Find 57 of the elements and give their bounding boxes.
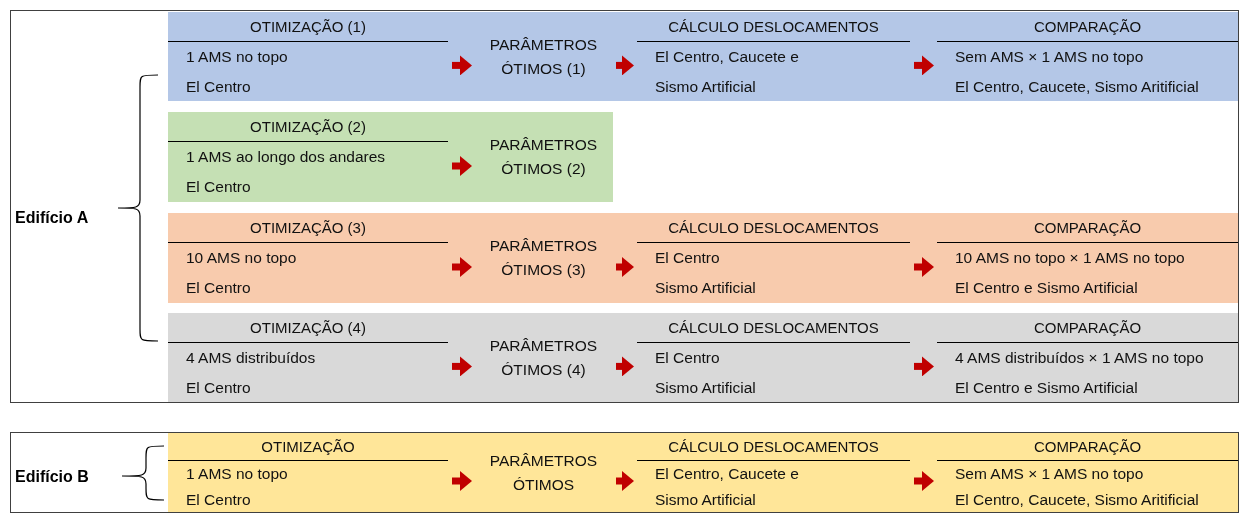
- section-heading: CÁLCULO DESLOCAMENTOS: [637, 12, 910, 42]
- frame-box: [10, 10, 1239, 403]
- section-text: El Centro e Sismo Artificial: [954, 377, 1139, 398]
- section-text: El Centro: [185, 490, 252, 510]
- band-box: [168, 213, 1238, 303]
- section-text: El Centro, Caucete, Sismo Aritificial: [954, 76, 1200, 97]
- section-text: Sem AMS × 1 AMS no topo: [954, 464, 1145, 484]
- section-text: El Centro, Caucete e: [654, 47, 800, 67]
- section-text: 10 AMS no topo × 1 AMS no topo: [954, 248, 1186, 268]
- section-text: El Centro e Sismo Artificial: [954, 278, 1139, 298]
- section-text: Sismo Artificial: [654, 377, 757, 398]
- section-heading: OTIMIZAÇÃO (1): [168, 12, 448, 42]
- section-text: El Centro, Caucete, Sismo Aritificial: [954, 489, 1200, 510]
- section-heading: CÁLCULO DESLOCAMENTOS: [637, 433, 910, 461]
- section-text: 1 AMS ao longo dos andares: [185, 147, 387, 167]
- section-heading: CÁLCULO DESLOCAMENTOS: [637, 313, 910, 343]
- building-label: Edifício A: [15, 209, 89, 227]
- section-text: El Centro: [654, 348, 721, 368]
- section-text: Sismo Artificial: [654, 490, 757, 510]
- section-text: El Centro: [185, 76, 252, 97]
- band-box: [168, 313, 1238, 402]
- band-box: [168, 433, 1238, 512]
- section-heading: COMPARAÇÃO: [937, 313, 1238, 343]
- section-heading: OTIMIZAÇÃO (3): [168, 213, 448, 243]
- section-text: El Centro: [185, 177, 252, 197]
- section-text: El Centro: [654, 248, 721, 268]
- section-heading: OTIMIZAÇÃO: [168, 433, 448, 461]
- section-text: Sismo Artificial: [654, 278, 757, 298]
- section-heading: OTIMIZAÇÃO (2): [168, 112, 448, 142]
- result-label: PARÂMETROS ÓTIMOS (4): [488, 335, 599, 380]
- section-text: El Centro: [185, 377, 252, 398]
- section-text: 1 AMS no topo: [185, 464, 289, 484]
- result-label: PARÂMETROS ÓTIMOS (1): [488, 34, 599, 79]
- section-heading: COMPARAÇÃO: [937, 433, 1238, 461]
- section-heading: COMPARAÇÃO: [937, 12, 1238, 42]
- section-text: El Centro: [185, 278, 252, 298]
- band-box: [168, 112, 613, 202]
- section-text: 4 AMS distribuídos × 1 AMS no topo: [954, 348, 1205, 368]
- band-box: [168, 12, 1238, 101]
- section-text: 4 AMS distribuídos: [185, 348, 317, 368]
- section-text: Sismo Artificial: [654, 76, 757, 97]
- result-label: PARÂMETROS ÓTIMOS (2): [488, 135, 599, 179]
- arrow: [616, 257, 634, 277]
- section-heading: CÁLCULO DESLOCAMENTOS: [637, 213, 910, 243]
- section-text: El Centro, Caucete e: [654, 464, 800, 484]
- result-label: PARÂMETROS ÓTIMOS: [488, 451, 599, 495]
- section-text: Sem AMS × 1 AMS no topo: [954, 47, 1145, 67]
- result-label: PARÂMETROS ÓTIMOS (3): [488, 236, 599, 280]
- building-label: Edifício B: [15, 468, 89, 486]
- arrow: [616, 471, 634, 491]
- arrow: [616, 55, 634, 76]
- section-heading: COMPARAÇÃO: [937, 213, 1238, 243]
- frame-box: [10, 432, 1239, 513]
- section-text: 1 AMS no topo: [185, 47, 289, 67]
- arrow: [616, 356, 634, 377]
- section-text: 10 AMS no topo: [185, 248, 298, 268]
- section-heading: OTIMIZAÇÃO (4): [168, 313, 448, 343]
